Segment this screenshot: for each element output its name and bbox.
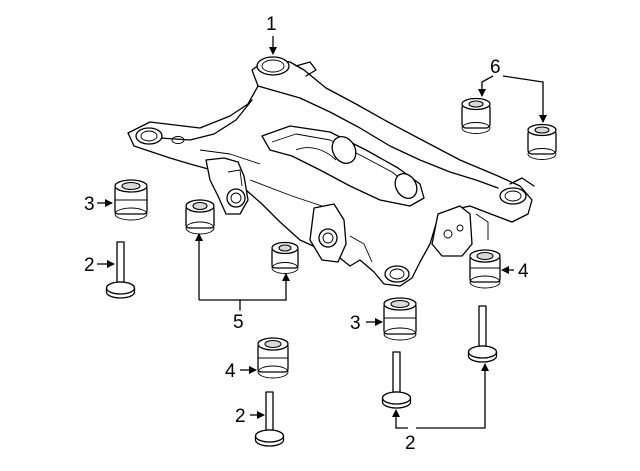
callout-2-bottom: 2 xyxy=(405,433,416,454)
callout-2-lower: 2 xyxy=(235,406,246,427)
callout-5: 5 xyxy=(233,312,244,333)
subframe-bushing-five-upper xyxy=(185,199,215,235)
leader-lines xyxy=(97,36,547,429)
subframe-bushing-five-lower xyxy=(271,241,299,274)
subframe-bushing-upper-left xyxy=(114,179,148,221)
callout-6: 6 xyxy=(490,57,501,78)
callout-3-center: 3 xyxy=(350,313,361,334)
callout-4-lower: 4 xyxy=(225,361,236,382)
subframe-bushing-center xyxy=(383,297,417,341)
callout-2-left: 2 xyxy=(84,255,95,276)
subframe-bushing-six-right xyxy=(527,123,557,160)
subframe-bushing-lower-left xyxy=(257,337,289,379)
callout-3-left: 3 xyxy=(84,194,95,215)
mounting-bolt-right xyxy=(467,305,498,363)
mounting-bolt-bottom xyxy=(254,391,285,447)
callout-4-right: 4 xyxy=(518,261,529,282)
mounting-bolt-left xyxy=(105,241,136,299)
mounting-bolt-center xyxy=(381,351,412,409)
subframe-bushing-six-left xyxy=(461,97,491,134)
subframe-crossmember xyxy=(127,56,535,287)
subframe-bushing-right xyxy=(469,249,501,289)
callout-1: 1 xyxy=(266,14,277,35)
